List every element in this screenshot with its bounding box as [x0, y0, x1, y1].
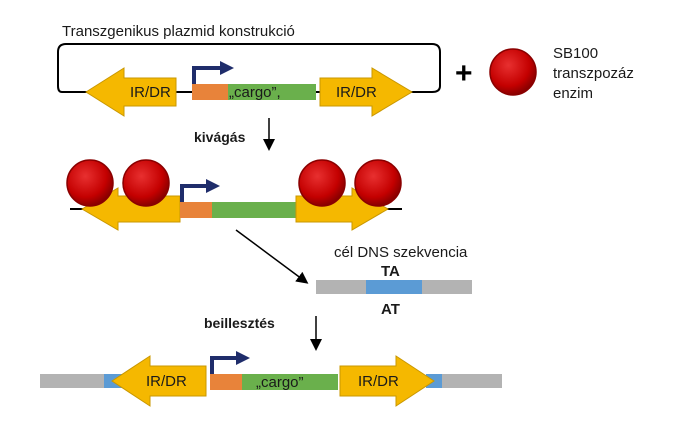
insertion-label: beillesztés [204, 315, 275, 331]
enzyme-line1: SB100 [553, 45, 598, 62]
promoter-arrow-icon [192, 66, 222, 84]
target-dna: cél DNS szekvencia TA AT [316, 244, 472, 318]
result-promoter-segment [210, 374, 242, 390]
result-right-ir-label: IR/DR [358, 373, 399, 390]
result-promoter-arrow-icon [210, 356, 238, 374]
sb100-enzyme-icon [489, 48, 537, 96]
result-left-ir-arrow [111, 355, 207, 407]
enzyme-1-icon [66, 159, 114, 207]
enzyme-2-icon [122, 159, 170, 207]
target-right-gray [422, 280, 472, 294]
result-cargo-label: „cargo” [256, 374, 304, 391]
left-ir-arrow [85, 67, 177, 117]
target-bottom-label: AT [381, 301, 400, 318]
result-promoter-arrowhead-icon [236, 351, 250, 365]
target-top-label: TA [381, 263, 400, 280]
excised-cargo-segment [212, 202, 298, 218]
target-arrow [235, 229, 309, 284]
excised-promoter-segment [180, 202, 212, 218]
right-ir-label: IR/DR [336, 84, 377, 101]
result-right-ir-arrow [339, 355, 435, 407]
enzyme-line3: enzim [553, 85, 593, 102]
target-ta-site [366, 280, 422, 294]
target-title: cél DNS szekvencia [334, 244, 468, 261]
excision-label: kivágás [194, 129, 246, 145]
enzyme-line2: transzpozáz [553, 65, 634, 82]
excised-promoter-arrowhead-icon [206, 179, 220, 193]
promoter-arrowhead-icon [220, 61, 234, 75]
promoter-segment [192, 84, 228, 100]
integrated-transposon: IR/DR „cargo” IR/DR [40, 351, 502, 407]
excised-transposon [66, 159, 402, 231]
enzyme-4-icon [354, 159, 402, 207]
left-ir-label: IR/DR [130, 84, 171, 101]
cargo-label: „cargo”, [229, 84, 281, 101]
plasmid-backbone [57, 43, 441, 93]
result-left-gray [40, 374, 104, 388]
right-ir-arrow [319, 67, 413, 117]
plasmid-title: Transzgenikus plazmid konstrukció [62, 23, 295, 40]
result-left-ir-label: IR/DR [146, 373, 187, 390]
result-right-gray [442, 374, 502, 388]
excised-promoter-arrow-icon [180, 184, 208, 202]
enzyme-3-icon [298, 159, 346, 207]
plus-sign: + [455, 57, 473, 90]
cargo-segment [228, 84, 316, 100]
plasmid-construct: IR/DR „cargo”, IR/DR [57, 43, 441, 117]
target-left-gray [316, 280, 366, 294]
result-cargo-segment [242, 374, 338, 390]
